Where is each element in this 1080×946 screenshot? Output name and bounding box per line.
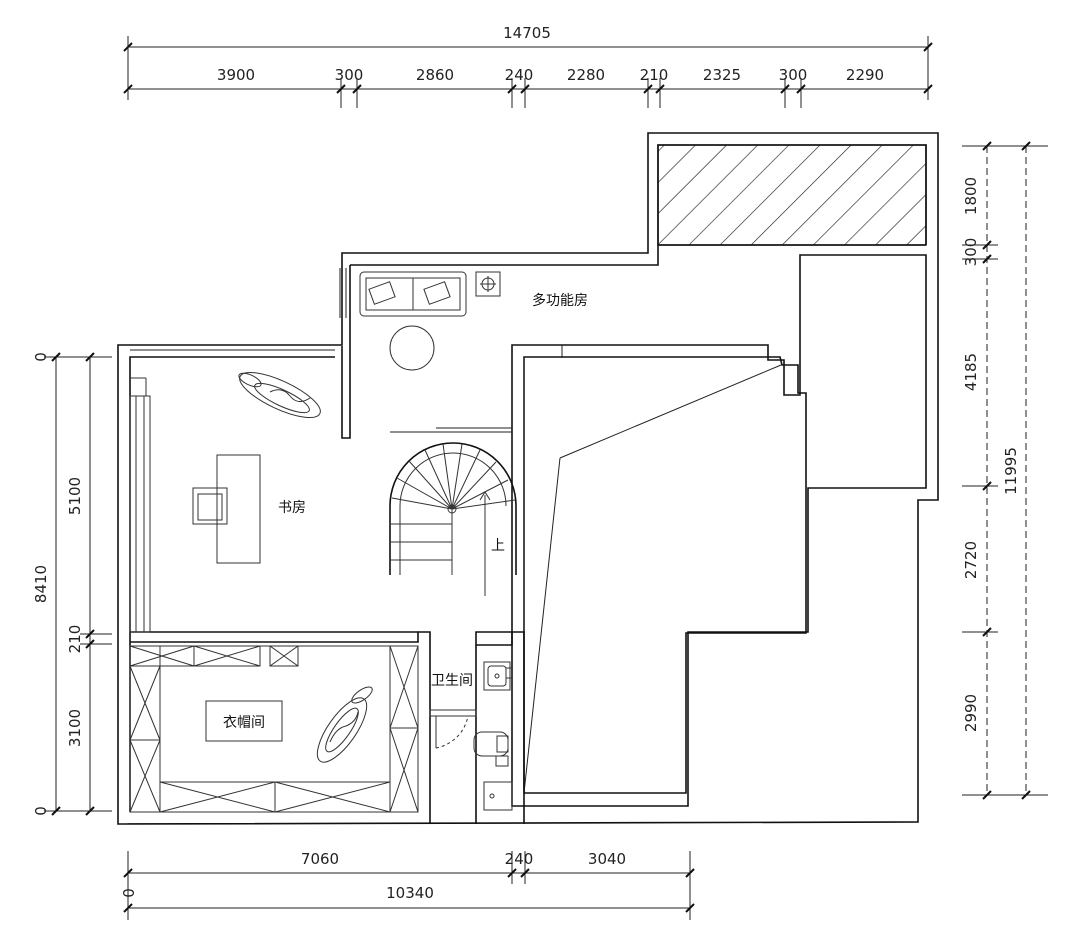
right-seg-label: 2990 bbox=[962, 694, 980, 732]
bottom-seg-label: 3040 bbox=[588, 850, 626, 868]
room-label-multi-function: 多功能房 bbox=[532, 292, 588, 309]
top-seg-label: 240 bbox=[505, 66, 534, 84]
wardrobe-rug-icon bbox=[316, 686, 373, 763]
left-zero-top-label: 0 bbox=[32, 352, 50, 362]
open-void bbox=[511, 254, 927, 807]
round-table bbox=[389, 325, 435, 371]
desk bbox=[216, 454, 261, 564]
left-total-label: 8410 bbox=[32, 565, 50, 603]
right-seg-label: 300 bbox=[962, 238, 980, 267]
room-label-study: 书房 bbox=[278, 500, 306, 516]
bottom-seg-label: 7060 bbox=[301, 850, 339, 868]
right-seg-label: 4185 bbox=[962, 353, 980, 391]
bottom-zero-label: 0 bbox=[120, 888, 138, 898]
bookshelf bbox=[129, 377, 151, 633]
wardrobe-cabinets bbox=[129, 645, 419, 813]
bottom-dimension-lines: 7060 240 3040 10340 0 bbox=[120, 850, 695, 920]
bottom-total-label: 10340 bbox=[386, 884, 434, 902]
lamp-icon bbox=[475, 271, 501, 297]
top-seg-label: 2280 bbox=[567, 66, 605, 84]
left-dimension-lines: 8410 5100 210 3100 0 0 bbox=[32, 352, 112, 816]
right-seg-label: 1800 bbox=[962, 177, 980, 215]
sofa bbox=[359, 271, 467, 317]
right-seg-label: 2720 bbox=[962, 541, 980, 579]
desk-chair bbox=[192, 487, 228, 525]
study-rug-icon bbox=[238, 371, 321, 419]
room-label-wardrobe: 衣帽间 bbox=[223, 715, 265, 731]
top-seg-label: 2325 bbox=[703, 66, 741, 84]
top-seg-label: 300 bbox=[779, 66, 808, 84]
top-seg-label: 210 bbox=[640, 66, 669, 84]
balcony-hatch bbox=[657, 144, 927, 246]
left-seg-label: 5100 bbox=[66, 477, 84, 515]
interior-walls bbox=[130, 268, 525, 824]
top-seg-label: 3900 bbox=[217, 66, 255, 84]
left-zero-bottom-label: 0 bbox=[32, 806, 50, 816]
right-total-label: 11995 bbox=[1002, 447, 1020, 495]
wardrobe-label-box bbox=[205, 700, 283, 742]
right-dimension-lines: 1800 300 4185 2720 2990 11995 bbox=[962, 141, 1048, 800]
room-label-bathroom: 卫生间 bbox=[431, 673, 473, 689]
top-seg-label: 2860 bbox=[416, 66, 454, 84]
top-seg-label: 2290 bbox=[846, 66, 884, 84]
left-seg-label: 3100 bbox=[66, 709, 84, 747]
top-total-label: 14705 bbox=[503, 24, 551, 42]
outer-wall-outline bbox=[117, 132, 939, 825]
stairs-up-label: 上 bbox=[491, 538, 505, 554]
top-dimension-lines: 14705 3900 300 2860 240 2280 210 2325 30… bbox=[123, 24, 933, 108]
left-seg-label: 210 bbox=[66, 625, 84, 654]
spiral-stairs bbox=[389, 442, 517, 596]
bottom-seg-label: 240 bbox=[505, 850, 534, 868]
bathroom-fixtures bbox=[429, 661, 513, 811]
top-seg-label: 300 bbox=[335, 66, 364, 84]
